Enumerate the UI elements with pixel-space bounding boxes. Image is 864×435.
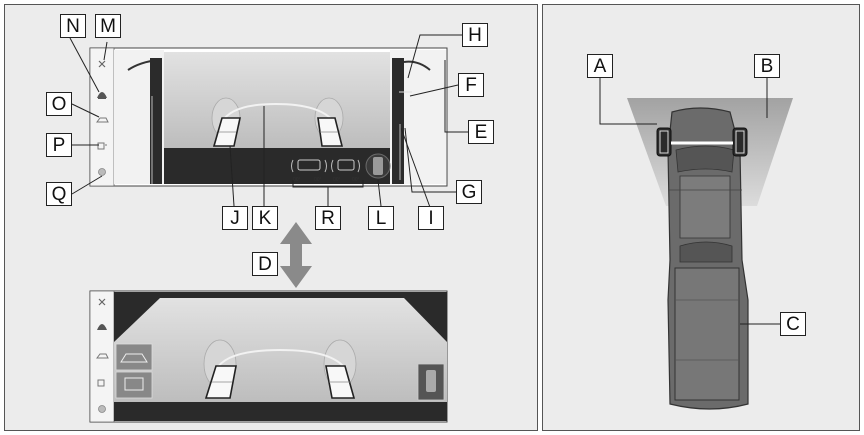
callout-m: M	[95, 14, 121, 38]
callout-n: N	[60, 14, 86, 38]
callout-o: O	[46, 92, 72, 116]
callout-j: J	[222, 206, 248, 230]
svg-text:00°: 00°	[293, 177, 301, 183]
callout-r: R	[315, 206, 341, 230]
callout-l: L	[368, 206, 394, 230]
settings-icon[interactable]	[99, 406, 106, 413]
callout-p: P	[46, 133, 72, 157]
callout-c: C	[780, 312, 806, 336]
vehicle-top-view	[627, 98, 793, 409]
top-screen: 00° 00° 00° 00°	[90, 48, 447, 186]
callout-q: Q	[46, 182, 72, 206]
side-tilt-panel	[116, 344, 152, 370]
callout-i: I	[418, 206, 444, 230]
callout-h: H	[462, 23, 488, 47]
vehicle-bed	[675, 268, 739, 400]
settings-icon[interactable]	[99, 169, 106, 176]
svg-text:00°: 00°	[352, 177, 360, 183]
switch-arrow	[280, 222, 312, 288]
bottom-screen	[90, 291, 447, 422]
callout-e: E	[468, 120, 494, 144]
svg-text:00°: 00°	[314, 177, 322, 183]
vehicle-sensor-icon	[366, 154, 390, 178]
front-right-wheel	[733, 128, 747, 156]
top-menu-strip	[90, 48, 114, 186]
front-left-wheel	[657, 128, 671, 156]
callout-g: G	[456, 180, 482, 204]
callout-f: F	[458, 73, 484, 97]
callout-b: B	[754, 54, 780, 78]
callout-a: A	[587, 54, 613, 78]
front-tilt-panel	[116, 372, 152, 398]
callout-k: K	[252, 206, 278, 230]
svg-text:00°: 00°	[333, 177, 341, 183]
front-camera-view	[164, 52, 390, 148]
callout-d: D	[252, 252, 278, 276]
